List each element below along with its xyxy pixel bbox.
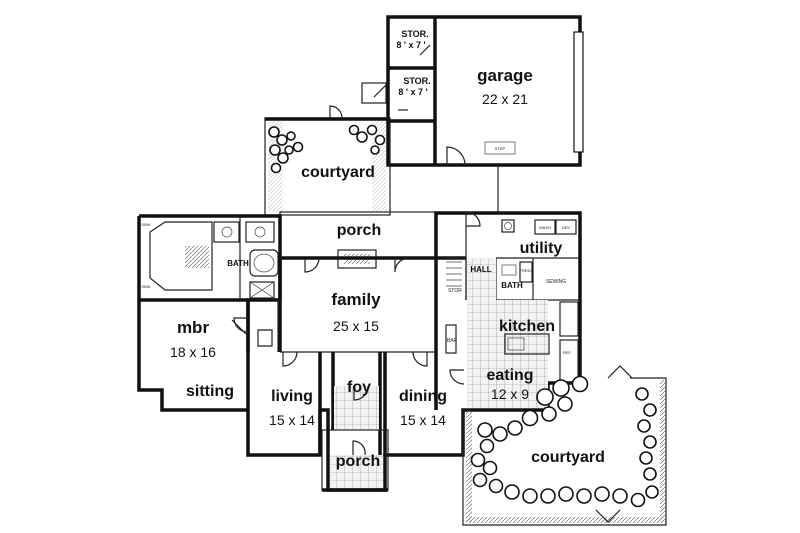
garage-block: STEP	[361, 15, 584, 214]
sewing-label: SEWING	[546, 279, 566, 285]
courtyard-top	[264, 105, 391, 216]
porch-front-label: porch	[336, 453, 380, 470]
front-porch-tile	[330, 455, 383, 488]
storage-bottom-size: 8 ' x 7 '	[398, 87, 427, 97]
svg-text:WASH: WASH	[539, 225, 551, 230]
porch-back-label: porch	[337, 222, 381, 239]
kitchen-fixtures: WASH DRY FREEZ REF	[445, 219, 579, 383]
courtyard-bottom-shrubs	[470, 375, 659, 508]
mbr-size: 18 x 16	[170, 344, 216, 360]
master-bath-fixtures: SINK SINK SHOWER	[141, 221, 279, 347]
door-swings	[233, 211, 481, 456]
dining-label: dining	[399, 388, 447, 405]
eating-size: 12 x 9	[491, 386, 529, 402]
foyer-tile	[334, 386, 379, 430]
bath-small-label: BATH	[501, 281, 523, 290]
stor-small-label: STOR	[448, 288, 462, 294]
bar-label: BAR	[447, 338, 458, 344]
master-bath-label: BATH	[227, 259, 249, 268]
svg-text:DRY: DRY	[562, 225, 571, 230]
porch-front-area	[321, 429, 389, 492]
svg-text:FREEZ: FREEZ	[519, 268, 533, 273]
sitting-label: sitting	[186, 383, 234, 400]
courtyard-top-shrubs	[268, 124, 386, 174]
utility-label: utility	[520, 240, 563, 257]
courtyard-bottom-label: courtyard	[531, 449, 605, 466]
eating-label: eating	[486, 367, 533, 384]
hall-tile	[467, 258, 496, 408]
hall-label: HALL	[470, 265, 491, 274]
dining-size: 15 x 14	[400, 412, 446, 428]
family-size: 25 x 15	[333, 318, 379, 334]
courtyard-top-label: courtyard	[301, 164, 375, 181]
garage-label: garage	[477, 66, 533, 85]
storage-top-label: STOR.	[401, 29, 428, 39]
courtyard-bottom	[462, 365, 667, 526]
family-label: family	[331, 290, 381, 309]
storage-bottom-label: STOR.	[403, 76, 430, 86]
svg-text:SINK: SINK	[141, 284, 151, 289]
living-size: 15 x 14	[269, 412, 315, 428]
svg-text:STEP: STEP	[495, 146, 506, 151]
svg-text:SHOWER: SHOWER	[253, 296, 271, 301]
kitchen-label: kitchen	[499, 318, 555, 335]
storage-top-size: 8 ' x 7 '	[396, 40, 425, 50]
garage-size: 22 x 21	[482, 91, 528, 107]
living-label: living	[271, 388, 313, 405]
mbr-label: mbr	[177, 318, 210, 337]
svg-text:SINK: SINK	[141, 222, 151, 227]
foy-label: foy	[347, 379, 371, 396]
svg-text:REF: REF	[563, 350, 572, 355]
